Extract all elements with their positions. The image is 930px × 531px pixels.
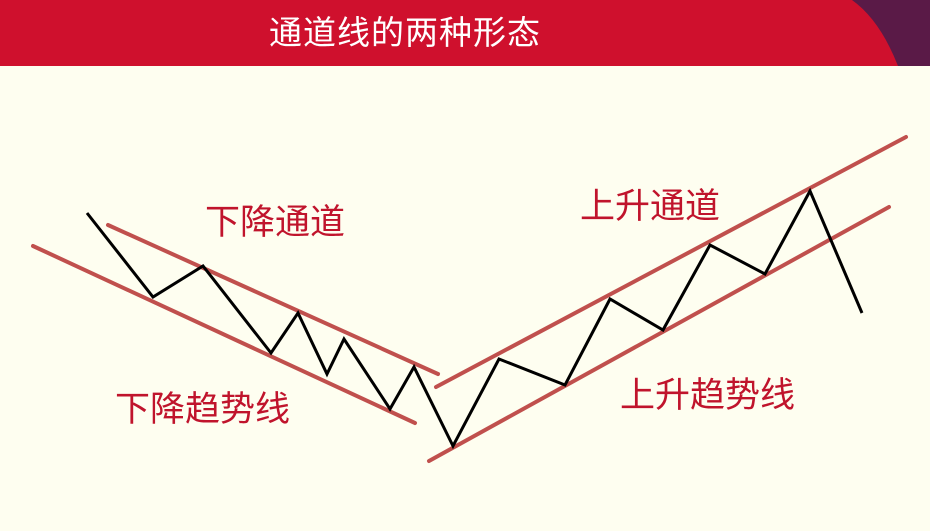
header-purple-corner [852, 0, 930, 66]
down-trend-line [31, 244, 417, 425]
page-title: 通道线的两种形态 [269, 13, 541, 52]
down-trend-label: 下降趋势线 [115, 390, 291, 430]
price-zigzag-line [85, 187, 864, 450]
down-channel-line [106, 223, 440, 376]
up-trend-label: 上升趋势线 [620, 376, 796, 416]
up-channel-line [434, 135, 908, 389]
down-channel-label: 下降通道 [205, 203, 346, 243]
up-trend-line [427, 205, 891, 463]
header-bar [0, 0, 930, 66]
header-red-band [0, 0, 930, 66]
up-channel-label: 上升通道 [580, 187, 721, 227]
